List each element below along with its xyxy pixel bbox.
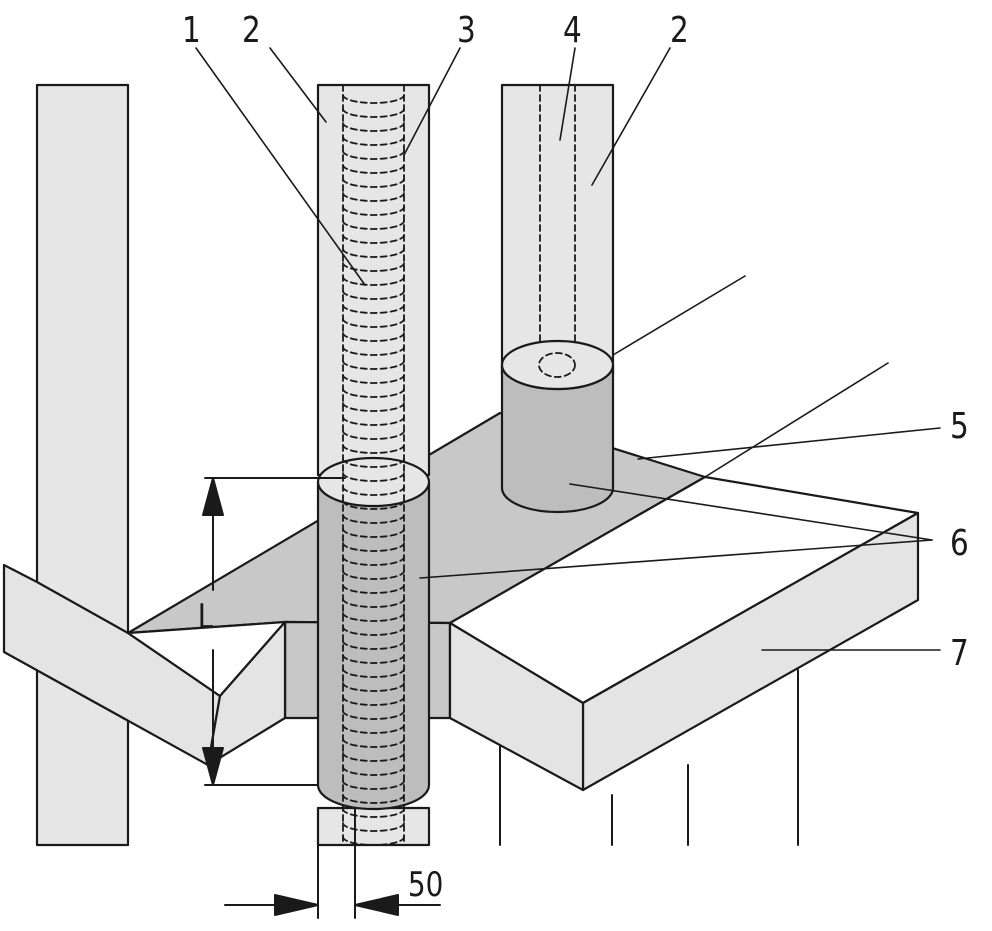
thread-coil	[342, 626, 405, 636]
thread-coil	[342, 220, 405, 230]
thread-coil	[342, 794, 405, 804]
thread-coil	[342, 304, 405, 314]
thread-coil	[342, 752, 405, 762]
thread-coil	[342, 598, 405, 608]
thread-coil	[342, 696, 405, 706]
left-sleeve	[316, 456, 431, 811]
thread-coil	[342, 766, 405, 776]
thread-coil	[342, 360, 405, 370]
lower-studs	[499, 669, 799, 846]
thread-coil	[342, 318, 405, 328]
thread-coil	[342, 780, 405, 790]
thread-coil	[342, 388, 405, 398]
thread-coil	[342, 430, 405, 440]
thread-coil	[342, 150, 405, 160]
thread-coil	[342, 472, 405, 482]
thread-coil	[342, 514, 405, 524]
right-pipe	[500, 83, 615, 378]
dimension-L-label: L	[198, 597, 214, 636]
thread-coil	[342, 136, 405, 146]
right-sleeve	[500, 339, 615, 514]
thread-coil	[342, 332, 405, 342]
thread-coil	[342, 290, 405, 300]
thread-coil	[342, 94, 405, 104]
thread-coil	[342, 822, 405, 832]
thread-coil	[342, 234, 405, 244]
threaded-rod	[342, 84, 405, 846]
callout-3: 3	[457, 8, 476, 51]
thread-coil	[342, 248, 405, 258]
thread-coil	[342, 570, 405, 580]
left-post	[35, 83, 130, 847]
callout-labels: 1 2 3 4 2 5 6 7 L 50	[182, 8, 969, 905]
thread-coil	[342, 654, 405, 664]
thread-coil	[342, 444, 405, 454]
thread-coil	[342, 262, 405, 272]
thread-coil	[342, 528, 405, 538]
thread-coil	[342, 710, 405, 720]
thread-coil	[342, 206, 405, 216]
thread-coil	[342, 738, 405, 748]
callout-2-left: 2	[242, 8, 261, 51]
callout-2-right: 2	[670, 8, 689, 51]
thread-coil	[342, 486, 405, 496]
thread-coil	[342, 122, 405, 132]
right-slab	[448, 475, 920, 792]
thread-coil	[342, 346, 405, 356]
dimension-50-label: 50	[408, 865, 443, 904]
callout-5: 5	[950, 404, 969, 447]
leader-lines	[195, 47, 941, 651]
thread-coil	[342, 276, 405, 286]
callout-1: 1	[182, 8, 201, 51]
thread-coil	[342, 542, 405, 552]
thread-coil	[342, 724, 405, 734]
thread-coil	[342, 808, 405, 818]
callout-6: 6	[950, 521, 969, 564]
thread-coil	[342, 668, 405, 678]
thread-coil	[342, 682, 405, 692]
thread-coil	[342, 458, 405, 468]
thread-coil	[342, 108, 405, 118]
thread-coil	[342, 164, 405, 174]
thread-coil	[342, 374, 405, 384]
thread-coil	[342, 612, 405, 622]
thread-coil	[342, 416, 405, 426]
thread-coil	[342, 500, 405, 510]
thread-coil	[342, 640, 405, 650]
callout-4: 4	[563, 8, 582, 51]
thread-coil	[342, 556, 405, 566]
callout-7: 7	[950, 631, 969, 674]
dimension-50	[224, 807, 441, 919]
thread-coil	[342, 178, 405, 188]
left-beam	[2, 563, 287, 767]
dimension-L	[202, 477, 346, 786]
thread-coil	[342, 836, 405, 846]
thread-coil	[342, 402, 405, 412]
thread-coil	[342, 584, 405, 594]
thread-coil	[342, 192, 405, 202]
left-pipe	[316, 83, 431, 847]
